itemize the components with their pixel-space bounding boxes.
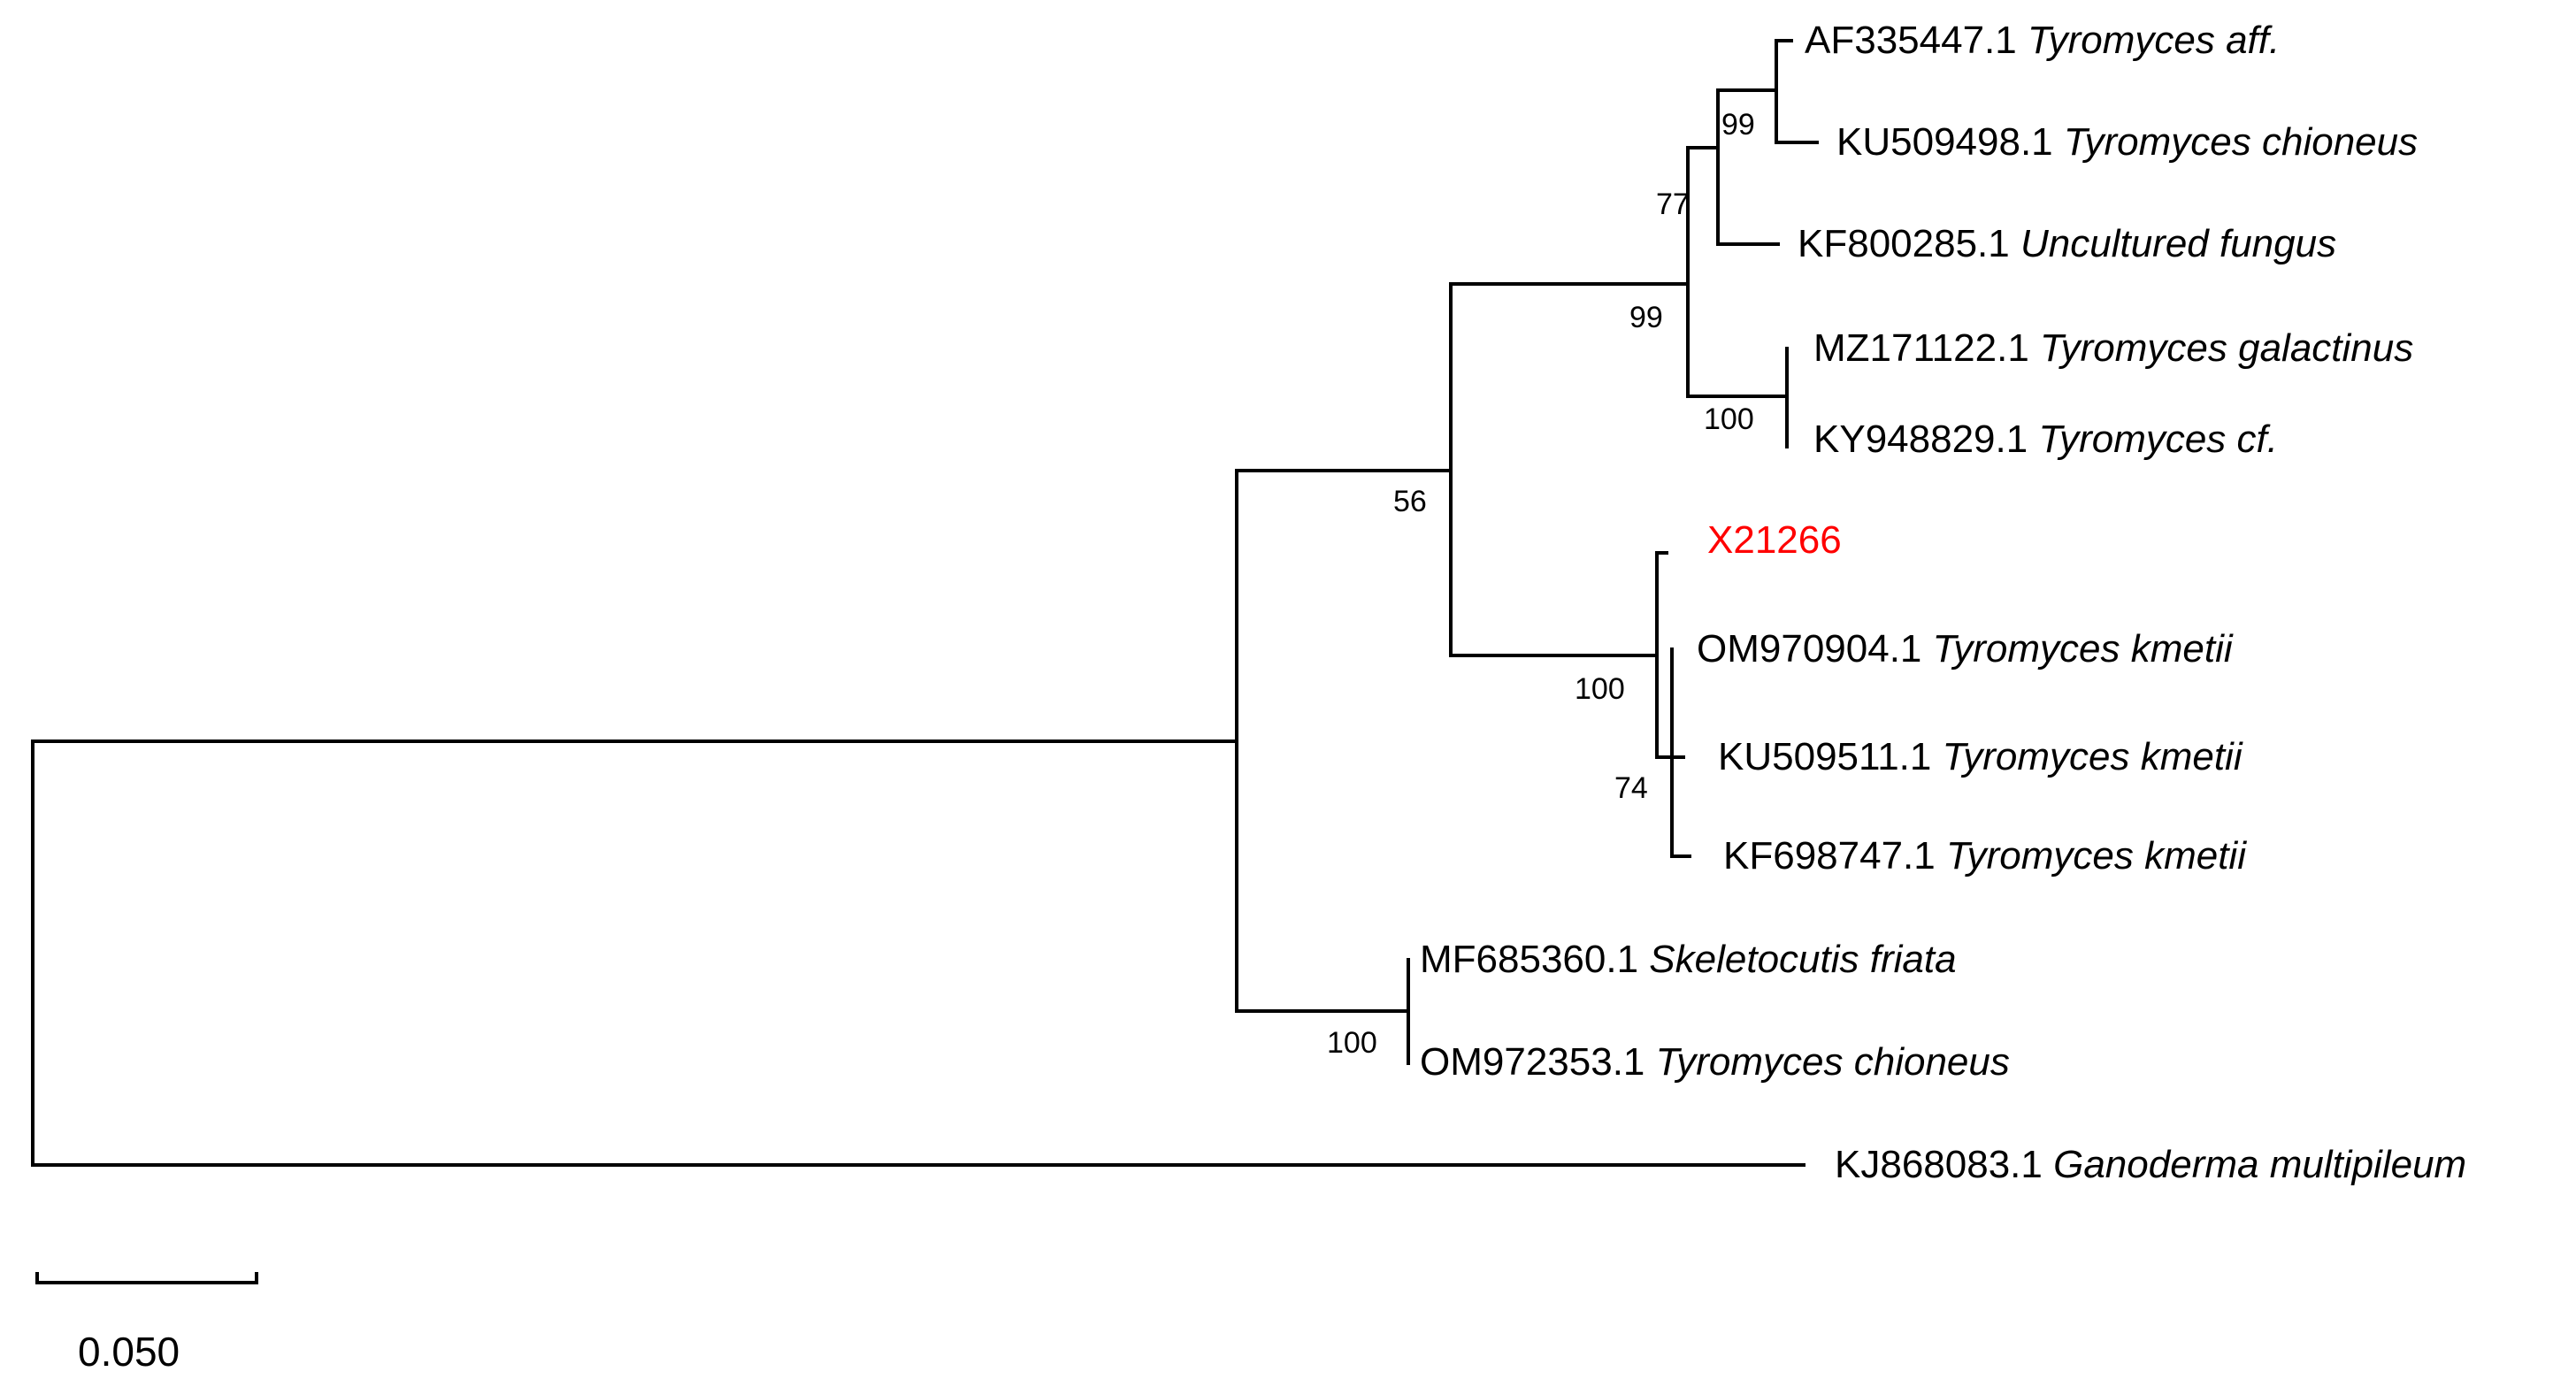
bootstrap-value: 77 (1656, 188, 1690, 221)
leaf-label: KF800285.1 Uncultured fungus (1798, 222, 2336, 265)
bootstrap-value: 99 (1629, 301, 1663, 334)
leaf-label: MZ171122.1 Tyromyces galactinus (1813, 326, 2413, 370)
leaf-label: KJ868083.1 Ganoderma multipileum (1835, 1143, 2466, 1186)
leaf-label: KU509511.1 Tyromyces kmetii (1718, 735, 2243, 778)
leaf-label: MF685360.1 Skeletocutis friata (1420, 938, 1957, 981)
scale-bar-label: 0.050 (78, 1329, 180, 1375)
bootstrap-value: 100 (1704, 402, 1754, 436)
leaf-label: KU509498.1 Tyromyces chioneus (1836, 120, 2418, 164)
leaf-label: OM970904.1 Tyromyces kmetii (1697, 627, 2234, 671)
scale-bar: 0.050 (35, 1272, 258, 1375)
bootstrap-value: 100 (1327, 1026, 1377, 1060)
bootstrap-values: 99 77 99 100 56 100 74 100 (1327, 108, 1755, 1060)
leaf-label: AF335447.1 Tyromyces aff. (1805, 19, 2280, 62)
bootstrap-value: 100 (1575, 672, 1625, 706)
bootstrap-value: 99 (1721, 108, 1755, 142)
tree-branches (31, 39, 1819, 1167)
bootstrap-value: 74 (1614, 771, 1648, 805)
leaf-label: KY948829.1 Tyromyces cf. (1813, 418, 2278, 461)
leaf-label: KF698747.1 Tyromyces kmetii (1723, 834, 2247, 877)
query-leaf-label: X21266 (1707, 518, 1842, 562)
leaf-label: OM972353.1 Tyromyces chioneus (1420, 1040, 2010, 1084)
bootstrap-value: 56 (1393, 485, 1427, 518)
leaf-labels: AF335447.1 Tyromyces aff. KU509498.1 Tyr… (1420, 19, 2466, 1186)
